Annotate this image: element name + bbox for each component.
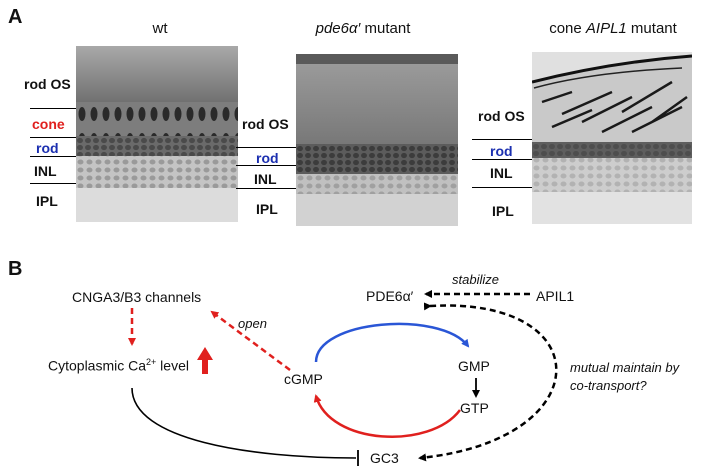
node-gtp: GTP — [460, 400, 489, 416]
node-gmp: GMP — [458, 358, 490, 374]
layer-label-rod-os: rod OS — [242, 116, 289, 132]
ca-suffix: level — [156, 357, 189, 374]
edge-label-mutual-1: mutual maintain by — [570, 360, 680, 375]
node-cnga-channels: CNGA3/B3 channels — [72, 289, 202, 305]
layer-separator — [472, 159, 532, 160]
layer-separator — [236, 165, 296, 166]
column-title-pde6a-mutant: pde6α′ mutant — [298, 20, 428, 37]
layer-separator — [236, 147, 296, 148]
micrograph-pde6a-image — [296, 54, 458, 226]
increase-up-arrow-icon — [197, 347, 213, 374]
title-part: cone — [549, 20, 586, 37]
title-part: AIPL1 — [585, 20, 627, 37]
edge-pde-gc3-mutual — [418, 302, 558, 462]
edge-gtp-to-cgmp — [313, 394, 461, 438]
layer-label-rod: rod — [490, 143, 513, 159]
ca-superscript: 2+ — [146, 357, 157, 367]
layer-label-ipl: IPL — [36, 193, 58, 209]
ca-prefix: Cytoplasmic Ca — [48, 357, 147, 374]
column-title-wt: wt — [130, 20, 190, 37]
edge-cgmp-to-gmp — [314, 322, 470, 363]
layer-label-inl: INL — [34, 163, 57, 179]
layer-label-ipl: IPL — [256, 201, 278, 217]
micrograph-wt — [76, 46, 238, 222]
layer-label-rod: rod — [36, 140, 59, 156]
layer-label-rod: rod — [256, 150, 279, 166]
layer-separator — [472, 187, 532, 188]
node-gc3: GC3 — [370, 450, 399, 466]
layer-separator — [30, 183, 76, 184]
edge-label-mutual-2: co-transport? — [570, 378, 647, 393]
layer-label-cone: cone — [32, 116, 65, 132]
edge-ca-inhibits-gc3 — [131, 387, 357, 459]
layer-label-rod-os: rod OS — [478, 108, 525, 124]
micrograph-pde6a-mutant — [296, 54, 458, 226]
layer-separator — [472, 139, 532, 140]
layer-label-inl: INL — [490, 165, 513, 181]
layer-label-inl: INL — [254, 171, 277, 187]
layer-separator — [30, 137, 76, 138]
panel-b-letter: B — [8, 258, 23, 280]
title-part: mutant — [626, 20, 677, 37]
edge-cgmp-open-cnga — [210, 310, 291, 372]
title-part: wt — [152, 20, 168, 37]
column-title-aipl1-mutant: cone AIPL1 mutant — [528, 20, 698, 37]
node-pde6a: PDE6α′ — [366, 288, 414, 304]
layer-separator — [30, 156, 76, 157]
node-cgmp: cGMP — [284, 371, 323, 387]
layer-label-ipl: IPL — [492, 203, 514, 219]
layer-label-rod-os: rod OS — [24, 76, 71, 92]
micrograph-wt-image — [76, 46, 238, 222]
layer-separator — [236, 188, 296, 189]
edge-label-open: open — [238, 316, 267, 331]
node-cytoplasmic-ca: Cytoplasmic Ca2+ level — [48, 357, 189, 374]
panel-a-letter: A — [8, 6, 23, 28]
node-apil1: APIL1 — [536, 288, 575, 304]
layer-separator — [30, 108, 76, 109]
title-part: pde6α′ — [315, 20, 361, 37]
micrograph-aipl1-mutant — [532, 52, 692, 224]
micrograph-aipl1-image — [532, 52, 692, 224]
title-part: mutant — [360, 20, 411, 37]
edge-label-stabilize: stabilize — [452, 272, 499, 287]
